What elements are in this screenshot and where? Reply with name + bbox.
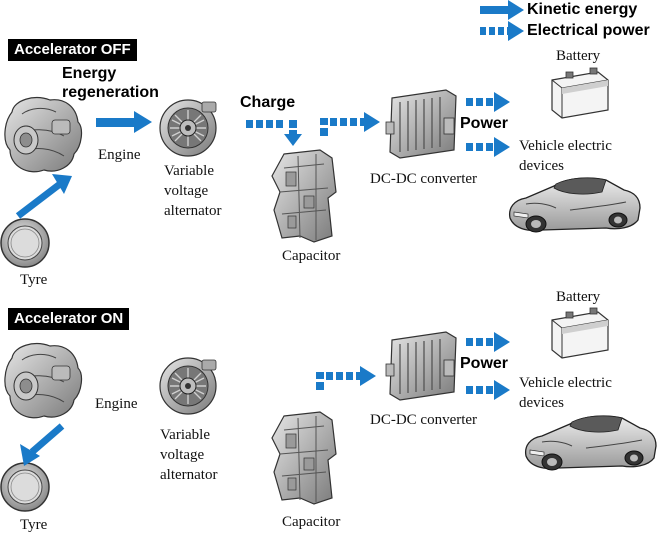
alternator-icon <box>159 99 217 157</box>
alternator-label-line2: voltage <box>164 183 209 199</box>
battery-icon <box>551 307 609 359</box>
arrow-converter-to-devices <box>466 380 510 400</box>
energy-regeneration-label-line2: regeneration <box>62 84 159 101</box>
energy-regeneration-label-line1: Energy <box>62 65 117 82</box>
engine-icon <box>4 343 83 419</box>
capacitor-label: Capacitor <box>282 514 341 530</box>
capacitor-label: Capacitor <box>282 248 341 264</box>
tyre-label: Tyre <box>20 272 48 288</box>
legend-electrical-label: Electrical power <box>527 22 650 39</box>
tyre-label: Tyre <box>20 517 48 533</box>
capacitor-icon <box>271 411 337 505</box>
accelerator-off-title: Accelerator OFF <box>8 39 137 61</box>
alternator-label-line3: alternator <box>164 203 222 219</box>
arrow-engine-to-tyre <box>20 423 65 466</box>
devices-label-line1: Vehicle electric <box>519 138 612 154</box>
dc-dc-converter-icon <box>385 89 457 159</box>
converter-label: DC-DC converter <box>370 412 478 428</box>
power-label: Power <box>460 115 509 132</box>
battery-icon <box>551 67 609 119</box>
arrow-tyre-to-engine <box>15 174 72 219</box>
arrow-capacitor-to-converter <box>316 366 376 390</box>
legend-kinetic-label: Kinetic energy <box>527 1 638 18</box>
alternator-label-line2: voltage <box>160 447 205 463</box>
charge-label: Charge <box>240 94 296 111</box>
devices-label-line2: devices <box>519 395 564 411</box>
devices-label-line1: Vehicle electric <box>519 375 612 391</box>
battery-label: Battery <box>556 48 601 64</box>
car-icon <box>524 415 657 471</box>
legend-electrical-arrow <box>480 21 524 41</box>
arrow-capacitor-to-converter <box>320 112 380 136</box>
alternator-label-line1: Variable <box>160 427 210 443</box>
arrow-engine-to-alternator <box>96 111 152 133</box>
capacitor-icon <box>271 149 337 243</box>
engine-label: Engine <box>98 147 141 163</box>
engine-icon <box>4 97 83 173</box>
alternator-icon <box>159 357 217 415</box>
accelerator-on-title: Accelerator ON <box>8 308 130 330</box>
arrow-converter-to-battery <box>466 92 510 112</box>
alternator-label-line3: alternator <box>160 467 218 483</box>
power-label: Power <box>460 355 509 372</box>
battery-label: Battery <box>556 289 601 305</box>
dc-dc-converter-icon <box>385 331 457 401</box>
arrow-converter-to-devices <box>466 137 510 157</box>
arrow-alternator-to-capacitor <box>246 120 302 146</box>
tyre-icon <box>0 218 50 268</box>
arrow-converter-to-battery <box>466 332 510 352</box>
engine-label: Engine <box>95 396 138 412</box>
car-icon <box>508 177 641 233</box>
converter-label: DC-DC converter <box>370 171 478 187</box>
tyre-icon <box>0 462 50 512</box>
legend-kinetic-arrow <box>480 0 524 20</box>
alternator-label-line1: Variable <box>164 163 214 179</box>
devices-label-line2: devices <box>519 158 564 174</box>
